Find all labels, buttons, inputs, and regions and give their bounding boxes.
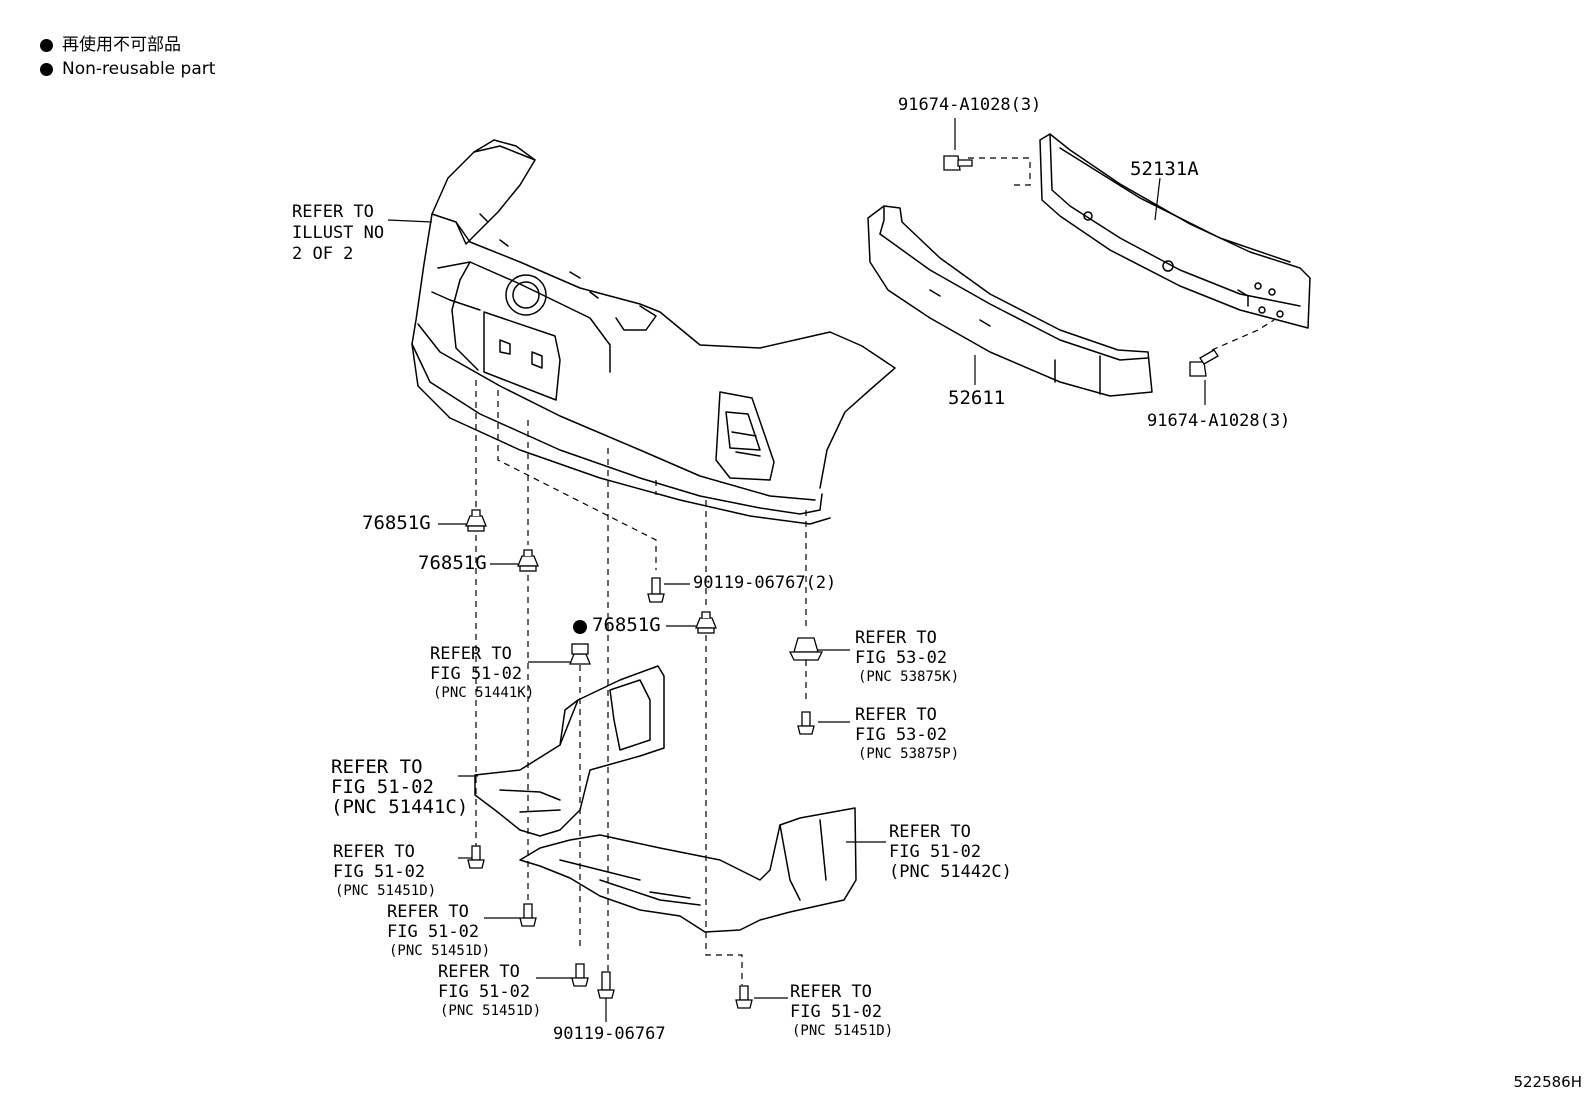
ref-51442c-line1: REFER TO (889, 822, 971, 842)
ref-53875p-line3: (PNC 53875P) (858, 746, 960, 762)
ref-bumper-line1: REFER TO (292, 202, 374, 222)
screw-icon (647, 577, 665, 603)
ref-53875p-line2: FIG 53-02 (855, 725, 948, 745)
ref-53875k-line2: FIG 53-02 (855, 648, 948, 668)
ref-51441c-line3: (PNC 51441C) (331, 796, 469, 818)
ref-51451d-1-line2: FIG 51-02 (333, 862, 426, 882)
under-cover-center-shape (519, 807, 857, 933)
fasteners (465, 155, 1219, 1009)
legend-jp: 再使用不可部品 (40, 37, 181, 54)
clip-icon (465, 509, 487, 532)
ref-51442c-line2: FIG 51-02 (889, 842, 982, 862)
part-number-absorber: 52611 (948, 387, 1006, 409)
non-reusable-dot-icon (573, 620, 587, 634)
ref-51451d-1-line1: REFER TO (333, 842, 415, 862)
non-reusable-dot-icon (40, 39, 53, 52)
ref-51441k-line1: REFER TO (430, 644, 512, 664)
ref-51451d-2-line2: FIG 51-02 (387, 922, 480, 942)
under-cover-left-shape (474, 665, 665, 837)
ref-53875k-line1: REFER TO (855, 628, 937, 648)
ref-51441k-line2: FIG 51-02 (430, 664, 523, 684)
alignment-lines (475, 157, 1275, 985)
part-number-clip-c: 76851G (592, 614, 661, 636)
part-number-reinforcement: 52131A (1130, 158, 1199, 180)
ref-51451d-4-line1: REFER TO (790, 982, 872, 1002)
clip-icon (695, 611, 717, 634)
ref-51451d-4-line2: FIG 51-02 (790, 1002, 883, 1022)
legend-en-text: Non-reusable part (62, 59, 216, 79)
leader-lines (387, 118, 1206, 1022)
ref-bumper-line3: 2 OF 2 (292, 244, 354, 264)
part-number-clip-a: 76851G (362, 512, 431, 534)
screw-icon (735, 985, 753, 1009)
part-number-clip-b: 76851G (418, 552, 487, 574)
energy-absorber-shape (867, 205, 1153, 397)
ref-51451d-3-line2: FIG 51-02 (438, 982, 531, 1002)
bolt-icon (943, 155, 973, 171)
legend-jp-text: 再使用不可部品 (62, 35, 181, 55)
screw-icon (797, 711, 815, 735)
part-number-bolt-top: 91674-A1028(3) (898, 95, 1042, 115)
part-number-screw-upper: 90119-06767(2) (693, 573, 837, 593)
ref-51441c-line2: FIG 51-02 (331, 776, 434, 798)
reinforcement-shape (1039, 133, 1311, 329)
ref-53875k-line3: (PNC 53875K) (858, 669, 960, 685)
ref-51441c-line1: REFER TO (331, 756, 423, 778)
screw-icon (597, 971, 615, 999)
ref-51451d-2-line1: REFER TO (387, 902, 469, 922)
ref-bumper-line2: ILLUST NO (292, 223, 385, 243)
ref-51442c-line3: (PNC 51442C) (889, 862, 1012, 882)
bolt-icon (1189, 349, 1219, 377)
illustration-id: 522586H (1513, 1073, 1582, 1091)
ref-51441k-line3: (PNC 51441K) (433, 685, 535, 701)
bumper-cover-shape (411, 139, 896, 525)
screw-icon (571, 963, 589, 987)
ref-51451d-2-line3: (PNC 51451D) (389, 943, 491, 959)
screw-icon (519, 903, 537, 927)
legend-en: Non-reusable part (40, 61, 215, 78)
ref-51451d-3-line3: (PNC 51451D) (440, 1003, 542, 1019)
part-number-screw-lower: 90119-06767 (553, 1024, 666, 1044)
clip-icon (569, 643, 591, 665)
part-number-bolt-bottom: 91674-A1028(3) (1147, 411, 1291, 431)
ref-51451d-4-line3: (PNC 51451D) (792, 1023, 894, 1039)
non-reusable-dot-icon (40, 63, 53, 76)
ref-51451d-3-line1: REFER TO (438, 962, 520, 982)
ref-51451d-1-line3: (PNC 51451D) (335, 883, 437, 899)
screw-icon (467, 845, 485, 869)
clip-icon (788, 637, 824, 661)
clip-icon (517, 549, 539, 572)
ref-53875p-line1: REFER TO (855, 705, 937, 725)
